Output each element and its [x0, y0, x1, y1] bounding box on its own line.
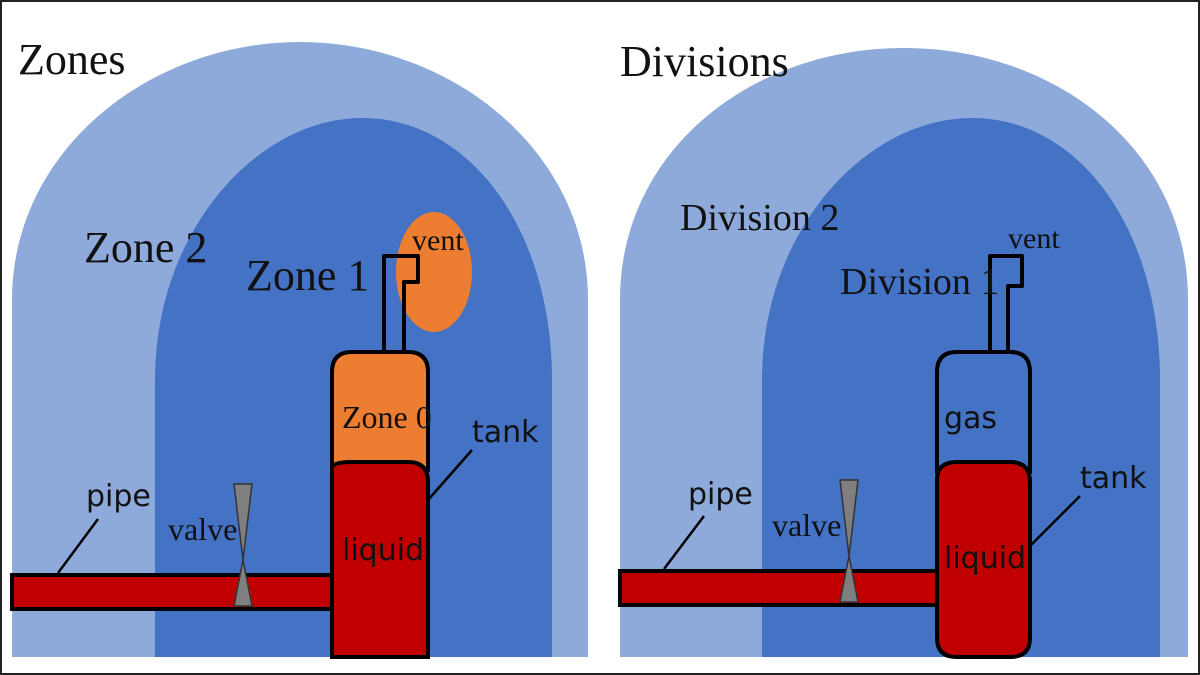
panel-title: Divisions — [620, 37, 789, 86]
vent-label: vent — [412, 224, 464, 257]
valve-label: valve — [772, 507, 841, 543]
zones-panel: Zones Zone 2 Zone 1 vent Zone 0 tank liq… — [10, 35, 588, 659]
division-2-label: Division 2 — [680, 197, 839, 239]
tank-leader-line — [427, 449, 473, 501]
tank-leader-line — [1029, 495, 1081, 547]
vent-pipe — [988, 254, 1024, 352]
liquid-label: liquid — [342, 533, 424, 568]
valve-label: valve — [168, 511, 237, 547]
divisions-panel: Divisions Division 2 Division 1 vent gas… — [618, 37, 1188, 659]
pipe — [618, 569, 939, 607]
tank-liquid — [935, 460, 1032, 659]
pipe-leader-line — [663, 515, 705, 570]
panel-title: Zones — [18, 35, 126, 84]
zone-2-label: Zone 2 — [84, 223, 207, 272]
pipe-label: pipe — [688, 477, 753, 512]
tank-label: tank — [1080, 461, 1147, 496]
gas-label: gas — [944, 401, 997, 436]
valve-icon — [839, 479, 859, 603]
pipe — [10, 573, 334, 611]
vent-label: vent — [1008, 222, 1060, 255]
tank-gas-space — [935, 350, 1032, 474]
tank-vapor-space — [330, 350, 430, 472]
tank-liquid — [330, 460, 430, 659]
zone-0-label: Zone 0 — [342, 399, 432, 435]
valve-icon — [233, 483, 253, 607]
tank-label: tank — [472, 415, 539, 450]
liquid-label: liquid — [944, 541, 1026, 576]
division-1-label: Division 1 — [840, 261, 999, 303]
vent-zone-0-area — [396, 212, 472, 332]
pipe-leader-line — [56, 518, 100, 574]
zone-1-label: Zone 1 — [246, 251, 369, 300]
vent-pipe — [382, 254, 420, 360]
pipe-label: pipe — [86, 479, 151, 514]
